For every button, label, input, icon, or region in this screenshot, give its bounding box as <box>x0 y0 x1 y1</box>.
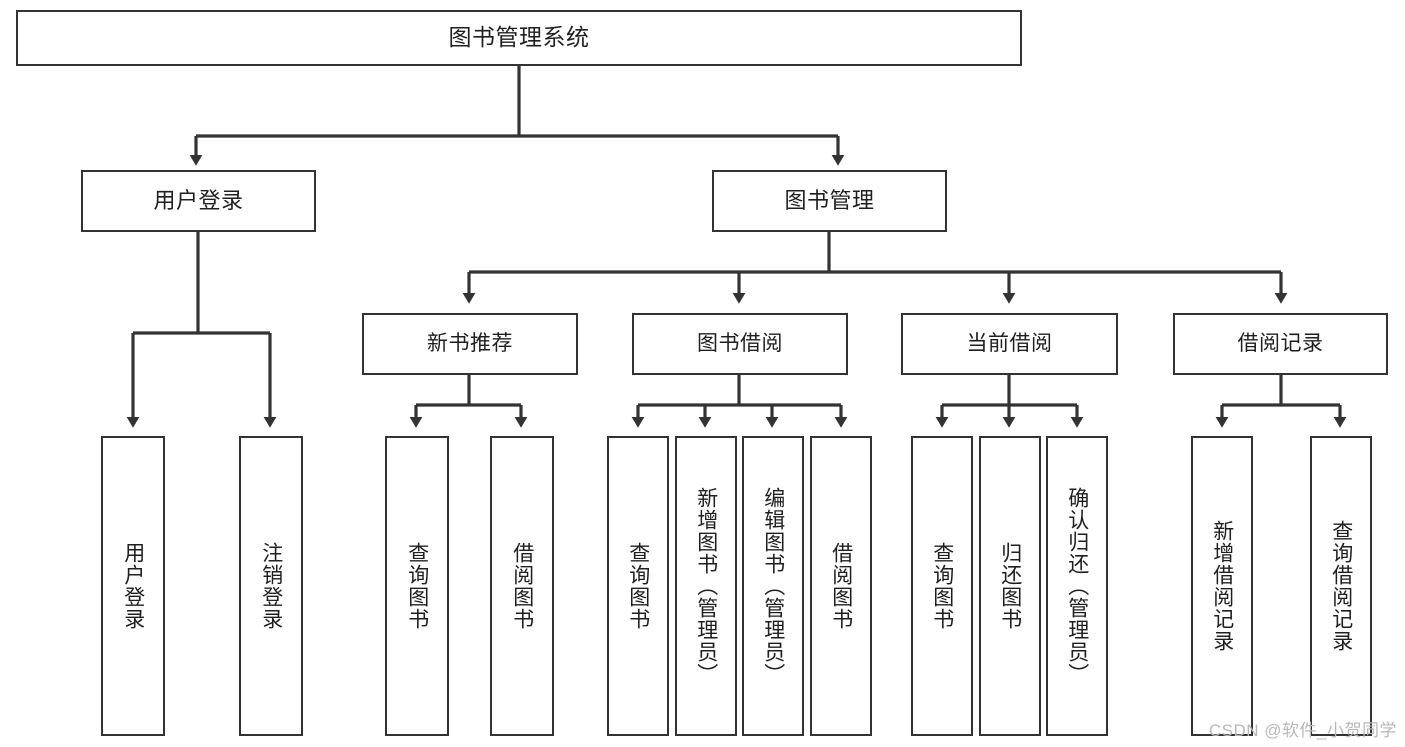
leaf-query-book-current[interactable]: 查询图书 <box>911 436 973 736</box>
node-book-borrow[interactable]: 图书借阅 <box>632 313 848 375</box>
leaf-query-book-current-label: 查询图书 <box>930 542 954 630</box>
node-book-borrow-label: 图书借阅 <box>697 331 783 355</box>
leaf-query-borrow-record-label: 查询借阅记录 <box>1329 520 1353 652</box>
leaf-query-book-recommend-label: 查询图书 <box>405 542 429 630</box>
node-current-borrow-label: 当前借阅 <box>966 331 1053 355</box>
leaf-add-borrow-record[interactable]: 新增借阅记录 <box>1191 436 1253 736</box>
leaf-logout-label: 注销登录 <box>259 542 283 630</box>
csdn-watermark: CSDN @软件_小贺同学 <box>1208 721 1397 740</box>
leaf-add-book-admin[interactable]: 新增图书（管理员） <box>675 436 737 736</box>
leaf-query-book-recommend[interactable]: 查询图书 <box>385 436 449 736</box>
leaf-borrow-book-label: 借阅图书 <box>829 542 853 630</box>
leaf-edit-book-admin[interactable]: 编辑图书（管理员） <box>742 436 804 736</box>
leaf-user-login-label: 用户登录 <box>121 542 145 630</box>
node-book-management-label: 图书管理 <box>784 188 875 214</box>
node-root[interactable]: 图书管理系统 <box>16 10 1022 66</box>
leaf-add-book-admin-label: 新增图书（管理员） <box>694 487 718 685</box>
node-current-borrow[interactable]: 当前借阅 <box>901 313 1118 375</box>
leaf-query-book-borrow-label: 查询图书 <box>626 542 650 630</box>
node-new-book-recommend[interactable]: 新书推荐 <box>362 313 578 375</box>
leaf-borrow-book-recommend[interactable]: 借阅图书 <box>490 436 554 736</box>
leaf-query-borrow-record[interactable]: 查询借阅记录 <box>1310 436 1372 736</box>
node-book-management[interactable]: 图书管理 <box>712 170 947 232</box>
leaf-borrow-book-recommend-label: 借阅图书 <box>510 542 534 630</box>
leaf-user-login[interactable]: 用户登录 <box>101 436 165 736</box>
leaf-confirm-return-admin[interactable]: 确认归还（管理员） <box>1046 436 1108 736</box>
leaf-return-book[interactable]: 归还图书 <box>979 436 1041 736</box>
node-borrow-records-label: 借阅记录 <box>1237 331 1324 355</box>
leaf-borrow-book[interactable]: 借阅图书 <box>810 436 872 736</box>
leaf-edit-book-admin-label: 编辑图书（管理员） <box>761 487 785 685</box>
node-root-label: 图书管理系统 <box>448 24 590 51</box>
leaf-add-borrow-record-label: 新增借阅记录 <box>1210 520 1234 652</box>
leaf-logout[interactable]: 注销登录 <box>239 436 303 736</box>
leaf-confirm-return-admin-label: 确认归还（管理员） <box>1065 487 1089 685</box>
leaf-query-book-borrow[interactable]: 查询图书 <box>607 436 669 736</box>
node-user-login[interactable]: 用户登录 <box>81 170 316 232</box>
node-new-book-recommend-label: 新书推荐 <box>427 331 513 355</box>
leaf-return-book-label: 归还图书 <box>998 542 1022 630</box>
node-borrow-records[interactable]: 借阅记录 <box>1173 313 1388 375</box>
node-user-login-label: 用户登录 <box>153 188 244 214</box>
